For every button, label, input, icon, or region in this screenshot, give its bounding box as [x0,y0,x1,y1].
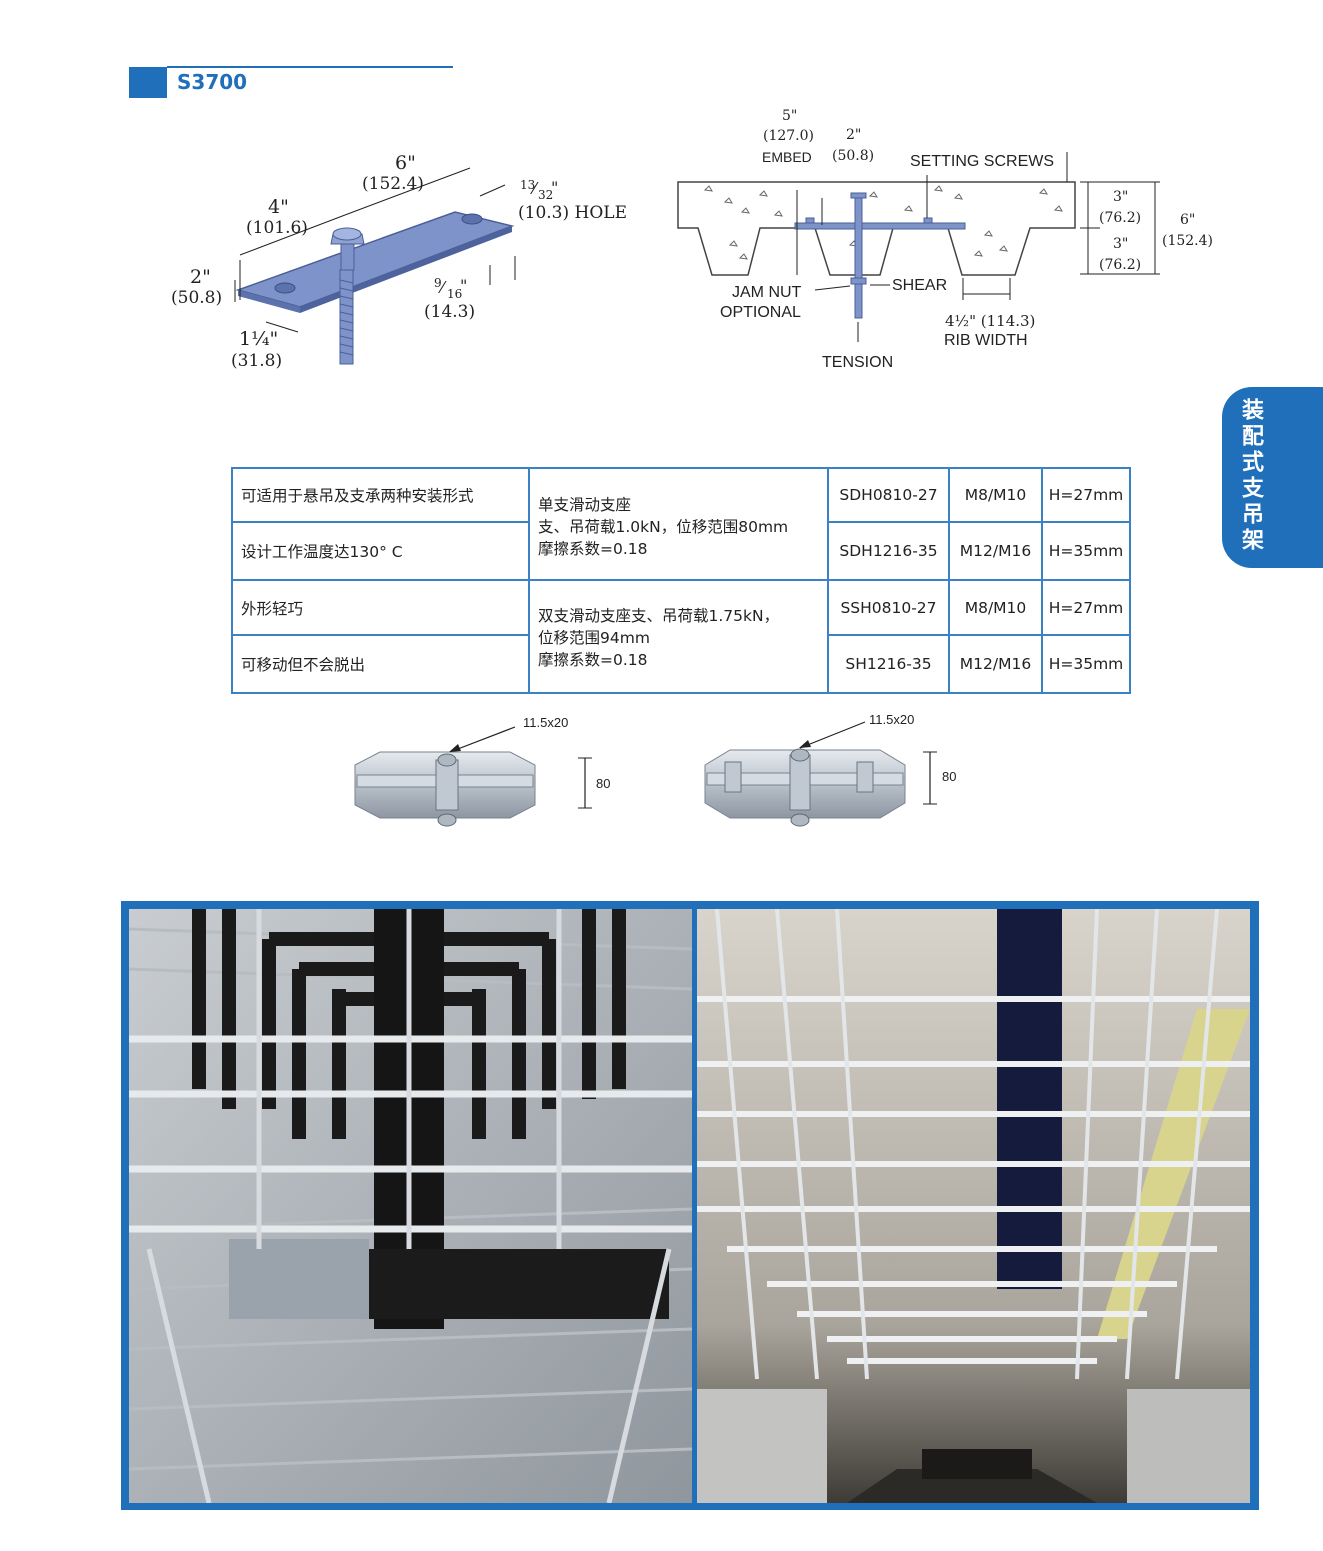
hole-size-frac-num: 13 [520,178,535,192]
table-row: 可适用于悬吊及支承两种安装形式 单支滑动支座 支、吊荷载1.0kN，位移范围80… [231,467,1131,581]
pipe-rack-photo [129,909,692,1503]
thread-cell: M8/M10 [948,467,1043,523]
desc-line: 摩擦系数=0.18 [538,650,648,669]
model-cell: SH1216-35 [827,634,950,694]
table-row: 设计工作温度达130° C SDH1216-35 M12/M16 H=35mm [231,521,1131,581]
deck-section-drawing: 5" (127.0) EMBED 2" (50.8) SETTING SCREW… [677,108,1213,371]
thread-cell: M8/M10 [948,579,1043,636]
rib-depth-in: 3" [1113,236,1128,252]
model-cell: SDH0810-27 [827,467,950,523]
single-slot-size: 11.5x20 [523,715,568,730]
desc-line: 位移范围94mm [538,628,650,647]
edge-distance-in: 1¼" [239,328,278,350]
section-side-tab-label: 装配式支吊架 [1238,398,1263,554]
model-cell: SDH1216-35 [827,521,950,581]
rib-width-label: RIB WIDTH [944,332,1028,349]
header-rule [167,66,453,68]
plate-length-in: 6" [395,152,416,174]
thickness-frac-den: 16 [447,287,462,301]
desc-line: 支、吊荷载1.0kN，位移范围80mm [538,518,789,536]
hole-position-in: 4" [268,196,289,218]
hole-size-mm: (10.3) HOLE [518,203,627,223]
thickness-mm: (14.3) [424,302,475,322]
plate-height-in: 2" [190,266,211,288]
hole-size-frac-slash: ⁄ [530,179,539,198]
dim-2-mm: (50.8) [832,148,874,164]
optional-label: OPTIONAL [720,304,801,321]
dim-2-in: 2" [846,127,861,143]
plate-length-mm: (152.4) [362,174,424,194]
thread-cell: M12/M16 [948,521,1043,581]
rib-width-value: 4½" (114.3) [945,312,1035,330]
feature-cell: 可适用于悬吊及支承两种安装形式 [231,467,530,523]
double-height: 80 [942,769,956,784]
thread-cell: M12/M16 [948,634,1043,694]
edge-distance-mm: (31.8) [231,351,282,371]
embed-depth-mm: (127.0) [763,128,814,144]
top-depth-in: 3" [1113,189,1128,205]
anchor-plate-section [794,192,966,319]
model-cell: SSH0810-27 [827,579,950,636]
rib-depth-mm: (76.2) [1099,257,1141,273]
total-depth-mm: (152.4) [1162,233,1213,249]
deck-dimension-lines [796,152,1160,342]
height-cell: H=27mm [1041,579,1131,636]
aggregate-marks [703,185,1063,260]
hole-position-mm: (101.6) [246,218,308,238]
jam-nut-label: JAM NUT [732,284,802,301]
table-row: 可移动但不会脱出 SH1216-35 M12/M16 H=35mm [231,634,1131,694]
feature-cell: 设计工作温度达130° C [231,521,530,581]
total-depth-in: 6" [1180,212,1195,228]
top-depth-mm: (76.2) [1099,210,1141,226]
thickness-frac-slash: ⁄ [438,278,447,297]
threaded-rod [330,227,365,365]
desc-line: 单支滑动支座 [538,496,632,514]
single-height: 80 [596,776,610,791]
page-title: S3700 [177,70,248,94]
plate-anchor-drawing: 6" (152.4) 4" (101.6) 13 ⁄ 32 " (10.3) H… [171,152,627,371]
plate-dimension-lines [234,167,516,333]
section-side-tab[interactable] [1222,387,1323,568]
spec-table: 可适用于悬吊及支承两种安装形式 单支滑动支座 支、吊荷载1.0kN，位移范围80… [231,467,1131,694]
desc-line: 双支滑动支座支、吊荷载1.75kN， [538,606,780,625]
thickness-frac-num: 9 [434,276,442,290]
feature-cell: 可移动但不会脱出 [231,634,530,694]
desc-cell-single: 单支滑动支座 支、吊荷载1.0kN，位移范围80mm 摩擦系数=0.18 [528,467,829,581]
double-slot-size: 11.5x20 [869,712,914,727]
table-row: 外形轻巧 双支滑动支座支、吊荷载1.75kN， 位移范围94mm 摩擦系数=0.… [231,579,1131,694]
height-cell: H=35mm [1041,634,1131,694]
embed-label: EMBED [762,149,812,165]
hole-size-frac-unit: " [551,178,558,197]
height-cell: H=27mm [1041,467,1131,523]
corridor-support-photo [697,909,1250,1503]
shear-label: SHEAR [892,277,947,294]
plate-height-mm: (50.8) [171,288,222,308]
setting-screws-label: SETTING SCREWS [910,153,1054,170]
desc-line: 摩擦系数=0.18 [538,540,648,558]
hole-size-frac-den: 32 [538,188,553,202]
desc-cell-double: 双支滑动支座支、吊荷载1.75kN， 位移范围94mm 摩擦系数=0.18 [528,579,829,694]
thickness-frac-unit: " [460,276,467,295]
tension-label: TENSION [822,354,893,371]
single-sliding-support-image: 11.5x20 80 [354,715,610,827]
header-color-block [129,67,167,98]
embed-depth-in: 5" [782,108,797,124]
height-cell: H=35mm [1041,521,1131,581]
double-sliding-support-image: 11.5x20 80 [704,712,956,827]
feature-cell: 外形轻巧 [231,579,530,636]
